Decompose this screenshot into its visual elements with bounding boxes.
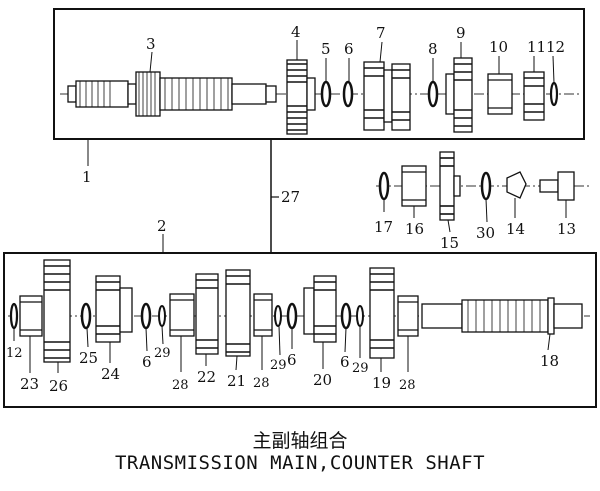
- callout-4: 4: [291, 23, 301, 41]
- counter-gear-19: [369, 267, 395, 359]
- callout-7: 7: [376, 24, 386, 42]
- counter-gear-20: [303, 275, 337, 343]
- callout-28-3: 28: [399, 378, 416, 393]
- washer-5: [320, 80, 332, 108]
- callout-11: 11: [527, 38, 546, 56]
- counter-shaft-18: [421, 297, 583, 335]
- callout-24: 24: [101, 365, 120, 383]
- diagram-title-chinese: 主副轴组合: [252, 430, 348, 452]
- washer-25: [80, 302, 92, 330]
- callout-13: 13: [557, 220, 576, 238]
- washer-8: [427, 80, 439, 108]
- callout-1: 1: [82, 168, 92, 186]
- callout-6-bottom-2: 6: [287, 351, 297, 369]
- washer-30: [480, 171, 492, 201]
- circlip-29-1: [158, 305, 166, 327]
- callout-6-bottom-1: 6: [142, 353, 152, 371]
- main-gear-4: [286, 59, 316, 135]
- counter-gear-26: [43, 259, 71, 363]
- main-gear-7: [363, 61, 411, 131]
- callout-16: 16: [405, 220, 424, 238]
- callout-15: 15: [440, 234, 459, 252]
- bolt-13: [539, 171, 575, 201]
- bushing-28-3: [397, 295, 419, 337]
- washer-12-top: [549, 81, 559, 107]
- washer-12-bottom: [9, 302, 19, 330]
- callout-19: 19: [372, 374, 391, 392]
- main-shaft: [67, 71, 277, 117]
- main-gear-9: [445, 57, 473, 133]
- callout-9: 9: [456, 24, 466, 42]
- sprocket-15: [439, 151, 461, 221]
- bearing-23: [19, 295, 43, 337]
- counter-gear-22: [195, 273, 219, 355]
- main-shaft-box: [53, 8, 585, 140]
- callout-23: 23: [20, 375, 39, 393]
- washer-6-bottom-3: [340, 302, 352, 330]
- callout-6: 6: [344, 40, 354, 58]
- bushing-28-2: [253, 293, 273, 337]
- callout-20: 20: [313, 371, 332, 389]
- diagram-title-english: TRANSMISSION MAIN,COUNTER SHAFT: [114, 452, 486, 474]
- leader-lines: [13, 40, 567, 373]
- callout-8: 8: [428, 40, 438, 58]
- callout-2: 2: [157, 217, 167, 235]
- counter-gear-24: [95, 275, 133, 343]
- washer-6-top: [342, 80, 354, 108]
- counter-shaft-box: [3, 252, 597, 408]
- bushing-28-1: [169, 293, 195, 337]
- callout-21: 21: [227, 372, 246, 390]
- callout-5: 5: [321, 40, 331, 58]
- callout-12: 12: [546, 38, 565, 56]
- callout-25: 25: [79, 349, 98, 367]
- washer-6-bottom-1: [140, 302, 152, 330]
- callout-17: 17: [374, 218, 393, 236]
- callout-6-bottom-3: 6: [340, 353, 350, 371]
- bushing-10: [487, 73, 513, 115]
- bearing-16: [401, 165, 427, 207]
- main-gear-11: [523, 71, 545, 121]
- circlip-29-2: [274, 305, 282, 327]
- counter-gear-21: [225, 269, 251, 357]
- washer-6-bottom-2: [286, 302, 298, 330]
- callout-29-2: 29: [270, 358, 287, 373]
- callout-14: 14: [506, 220, 525, 238]
- callout-28-1: 28: [172, 378, 189, 393]
- callout-18: 18: [540, 352, 559, 370]
- circlip-29-3: [356, 305, 364, 327]
- callout-29-3: 29: [352, 361, 369, 376]
- callout-29-1: 29: [154, 346, 171, 361]
- lock-plate-14: [506, 171, 527, 199]
- callout-10: 10: [489, 38, 508, 56]
- callout-12-bottom: 12: [6, 346, 23, 361]
- callout-30: 30: [476, 224, 495, 242]
- callout-26: 26: [49, 377, 68, 395]
- washer-17: [378, 171, 390, 201]
- callout-22: 22: [197, 368, 216, 386]
- callout-28-2: 28: [253, 376, 270, 391]
- callout-27: 27: [281, 188, 300, 206]
- callout-3: 3: [146, 35, 156, 53]
